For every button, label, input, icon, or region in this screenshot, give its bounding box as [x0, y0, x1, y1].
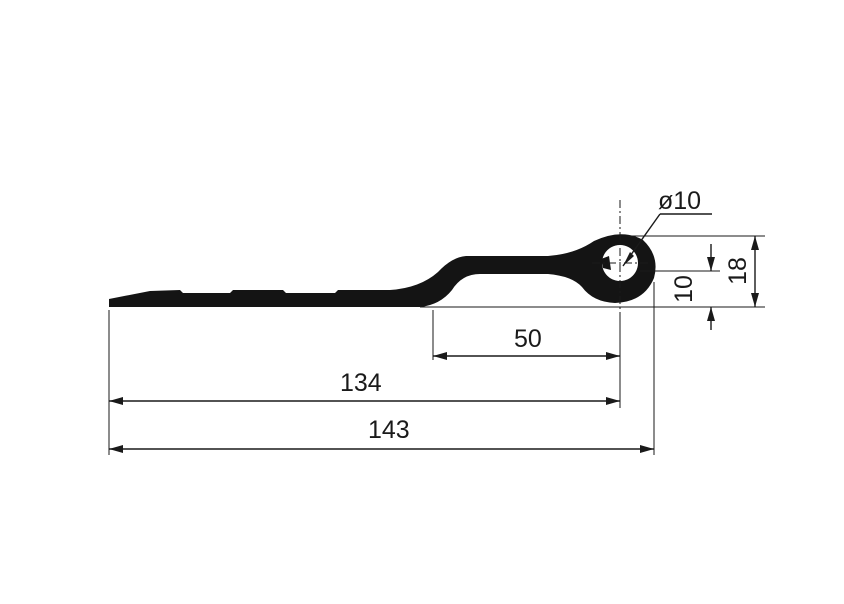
strap-body [109, 234, 656, 307]
overall-length-label: 143 [368, 416, 410, 444]
dimension-50 [433, 352, 620, 360]
eye-key-notch [601, 256, 611, 270]
dimension-18 [751, 236, 759, 307]
extension-lines [108, 235, 765, 455]
hole-diameter-label: ø10 [658, 187, 701, 215]
dimension-10 [707, 244, 715, 330]
hinge-strap-profile [109, 234, 656, 307]
eye-height-label: 18 [724, 257, 752, 285]
dimension-143 [109, 445, 654, 453]
diameter-leader [622, 213, 712, 267]
dimension-134 [109, 397, 620, 405]
eye-to-bend-label: 50 [514, 325, 542, 353]
hole-centerlines [592, 200, 648, 315]
hole-offset-label: 10 [670, 275, 698, 303]
to-hole-center-label: 134 [340, 369, 382, 397]
